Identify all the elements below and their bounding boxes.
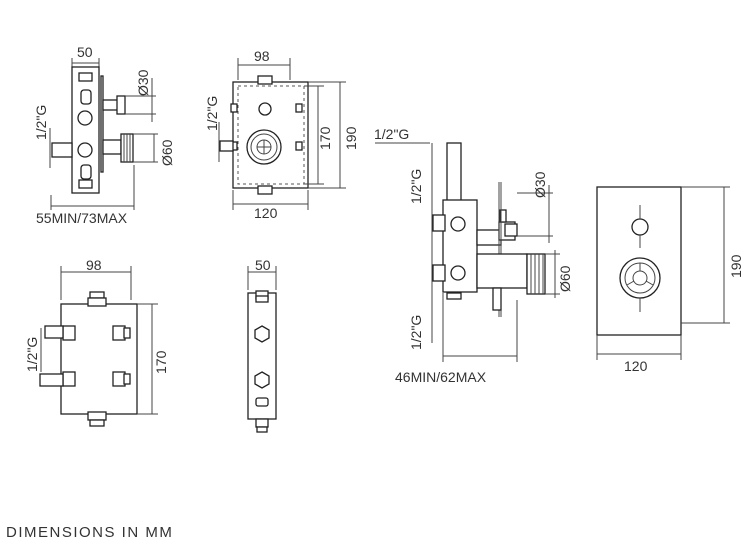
dim-height-170: 170 bbox=[153, 350, 169, 374]
footer-note: DIMENSIONS IN MM bbox=[6, 524, 174, 541]
dim-dia-60: Ø60 bbox=[159, 139, 175, 166]
dim-thread: 1/2"G bbox=[33, 105, 49, 140]
dim-height-170: 170 bbox=[317, 126, 333, 150]
dim-dia-30: Ø30 bbox=[135, 69, 151, 96]
view-side-right: 1/2"G 1/2"G 1/2"G Ø30 Ø60 46M bbox=[374, 126, 573, 385]
view-side-bottom-mid: 50 bbox=[247, 257, 277, 433]
dim-thread: 1/2"G bbox=[204, 96, 220, 131]
dim-height-190: 190 bbox=[343, 126, 359, 150]
view-side-top-left: 50 1/2"G Ø30 Ø60 55MIN/73MAX bbox=[33, 44, 175, 226]
dim-width-120: 120 bbox=[624, 358, 648, 374]
dim-thread-2: 1/2"G bbox=[408, 169, 424, 204]
dim-depth-46-62: 46MIN/62MAX bbox=[395, 369, 487, 385]
dim-width-98: 98 bbox=[86, 257, 102, 273]
dim-width-98: 98 bbox=[254, 48, 270, 64]
dim-dia-60: Ø60 bbox=[557, 265, 573, 292]
view-rear-bottom-left: 98 1/2"G 170 bbox=[24, 257, 169, 427]
dim-depth-55-73: 55MIN/73MAX bbox=[36, 210, 128, 226]
dim-width-120: 120 bbox=[254, 205, 278, 221]
dim-dia-30: Ø30 bbox=[532, 171, 548, 198]
view-front-top-mid: 98 1/2"G 170 190 120 bbox=[204, 48, 359, 221]
dim-width-50: 50 bbox=[255, 257, 271, 273]
dim-thread-3: 1/2"G bbox=[408, 315, 424, 350]
dim-thread-1: 1/2"G bbox=[374, 126, 409, 142]
dim-width-50: 50 bbox=[77, 44, 93, 60]
dim-thread: 1/2"G bbox=[24, 337, 40, 372]
dim-height-190: 190 bbox=[728, 254, 744, 278]
view-front-right: 190 120 bbox=[596, 186, 744, 374]
